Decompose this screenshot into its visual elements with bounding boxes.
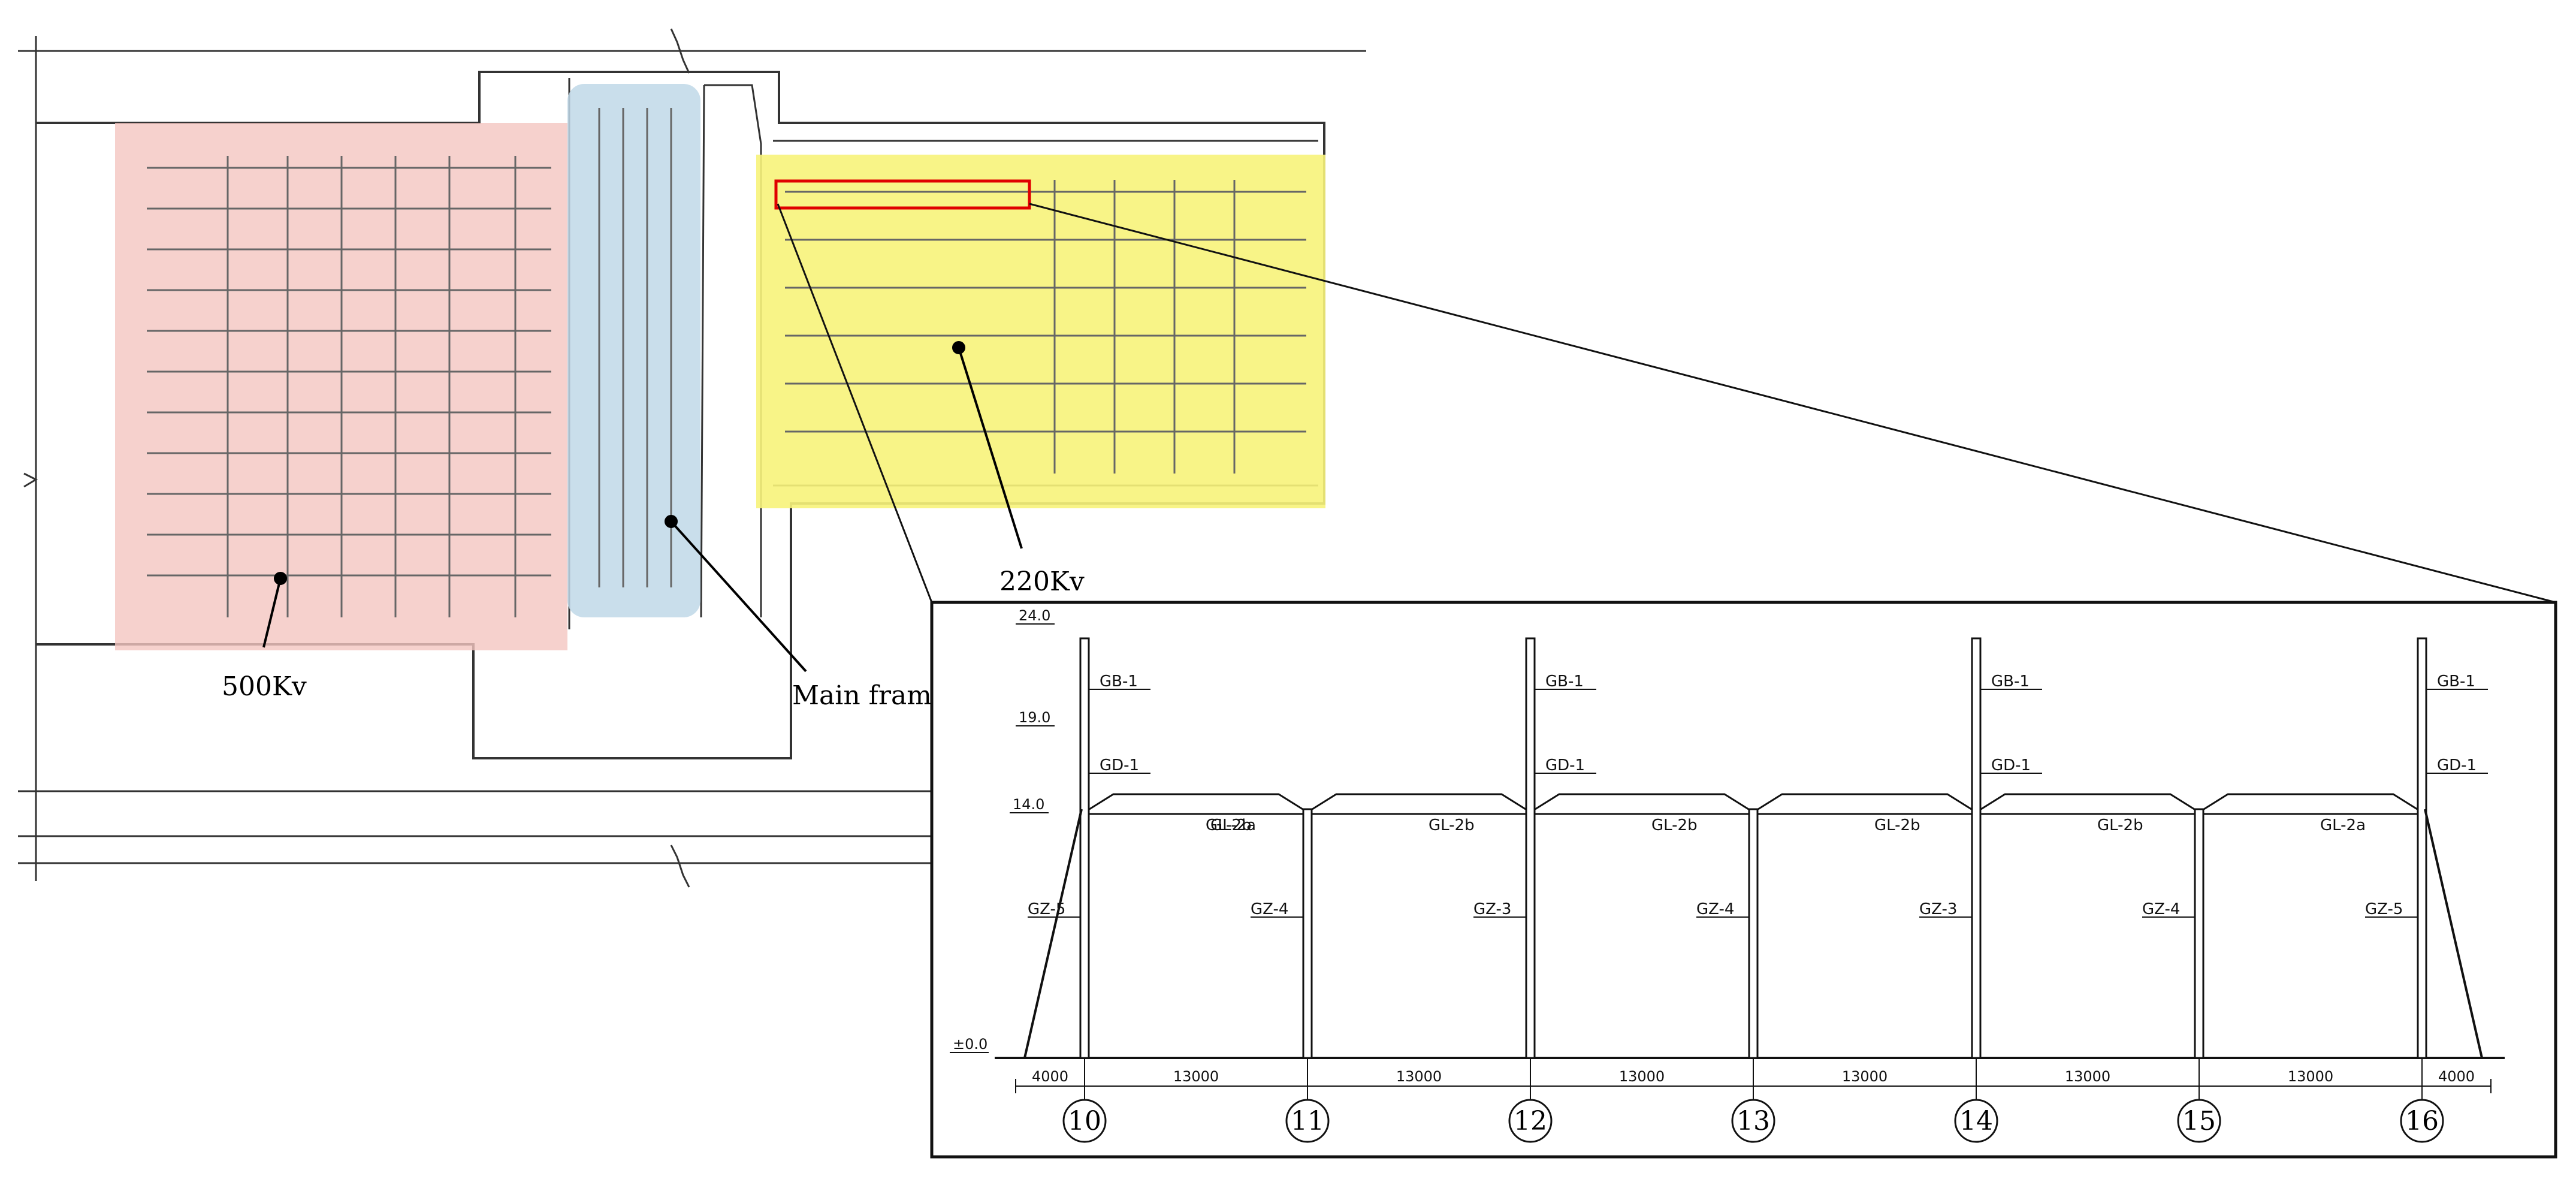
callout-line-left <box>777 203 933 603</box>
column-label: GZ-4 <box>1251 900 1288 918</box>
column-label: GZ-4 <box>1696 900 1734 918</box>
dimension-label: 13000 <box>1173 1068 1219 1085</box>
mid-beam-label: GD-1 <box>1100 756 1139 774</box>
callout-line-right <box>1029 203 2556 604</box>
frame-elevation: 24.0 19.0 14.0 ±0.0 GZ-5 GB-1GD-1GZ-4 GZ-3 GB-1… <box>950 607 2505 1143</box>
axis-bubble <box>1062 1099 1107 1143</box>
plan-bus-lines <box>147 108 1306 617</box>
axis-label: 14 <box>1959 1106 1993 1136</box>
column <box>1971 637 1982 1059</box>
dimension-label: 4000 <box>1032 1068 1068 1085</box>
edge-strut-left <box>1023 809 1083 1059</box>
zone-main-frame <box>567 84 700 617</box>
column <box>1525 637 1536 1059</box>
edge-strut-right <box>2424 809 2483 1059</box>
dimension-label: 13000 <box>1619 1068 1665 1085</box>
column <box>1748 808 1759 1059</box>
top-beam-label: GB-1 <box>1991 673 2030 691</box>
elevation-tick: 14.0 <box>1013 796 1044 813</box>
axis-bubble <box>1954 1099 1998 1143</box>
mid-beam-label: GD-1 <box>1991 756 2031 774</box>
column-label: GZ-5 <box>2365 900 2403 918</box>
girder-label: GL-2b <box>1651 816 1698 834</box>
girder-truss <box>1980 793 2195 810</box>
column-label: GZ-4 <box>2142 900 2180 918</box>
axis-label: 13 <box>1737 1106 1770 1136</box>
girder-truss <box>1312 793 1526 810</box>
axis-label: 10 <box>1068 1106 1101 1136</box>
girder-truss <box>2203 793 2418 810</box>
highlight-bay <box>774 179 1031 210</box>
dimension-label: 13000 <box>2288 1068 2333 1085</box>
mid-beam-label: GD-1 <box>1545 756 1585 774</box>
column <box>2417 637 2427 1059</box>
girder-truss <box>1535 793 1749 810</box>
girder-truss <box>1089 793 1303 810</box>
girder-label: GL-2a <box>2320 816 2366 834</box>
axis-bubble <box>1285 1099 1330 1143</box>
girder-label: GL-2b <box>1429 816 1475 834</box>
axis-label: 15 <box>2182 1106 2216 1136</box>
zone-label-500kv: 500Kv <box>222 671 307 702</box>
axis-bubble <box>1508 1099 1553 1143</box>
axis-label: 11 <box>1291 1106 1324 1136</box>
dimension-label: 13000 <box>1396 1068 1442 1085</box>
girder-label: GL-2b <box>1206 816 1252 834</box>
top-beam-label: GB-1 <box>2437 673 2475 691</box>
girder-truss <box>1757 793 1972 810</box>
axis-bubble <box>2177 1099 2221 1143</box>
zone-leaders <box>262 341 1023 673</box>
elevation-detail-frame <box>930 601 2557 1159</box>
column-label: GZ-3 <box>1919 900 1957 918</box>
axis-label: 12 <box>1514 1106 1547 1136</box>
top-beam-label: GB-1 <box>1545 673 1584 691</box>
elevation-tick: 24.0 <box>1019 607 1050 624</box>
axis-bubble <box>2400 1099 2444 1143</box>
column <box>1302 808 1313 1059</box>
elevation-tick: 19.0 <box>1019 709 1050 726</box>
girder-label: GL-2b <box>1874 816 1920 834</box>
girder-label: GL-2a <box>1210 816 1256 834</box>
top-beam-label: GB-1 <box>1100 673 1138 691</box>
dimension-label: 13000 <box>2065 1068 2110 1085</box>
axis-bubble <box>1731 1099 1775 1143</box>
column <box>1079 637 1090 1059</box>
zone-label-main-frame: Main frame <box>792 680 947 711</box>
zone-220kv <box>756 155 1325 508</box>
mid-beam-label: GD-1 <box>2437 756 2477 774</box>
dimension-label: 13000 <box>1842 1068 1888 1085</box>
axis-label: 16 <box>2405 1106 2439 1136</box>
column-label: GZ-3 <box>1473 900 1511 918</box>
zone-label-220kv: 220Kv <box>999 566 1085 597</box>
girder-label: GL-2b <box>2097 816 2143 834</box>
elevation-tick: ±0.0 <box>953 1036 987 1053</box>
column <box>2194 808 2204 1059</box>
dimension-label: 4000 <box>2438 1068 2475 1085</box>
